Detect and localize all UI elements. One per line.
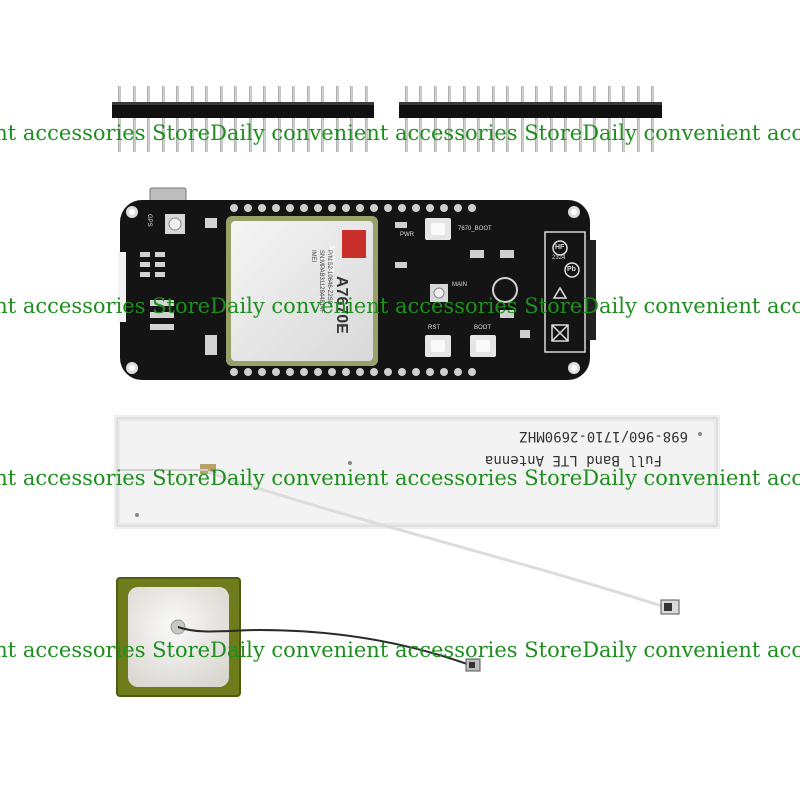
label-rst: RST [428, 325, 440, 331]
label-pb: Pb [567, 266, 576, 273]
label-hf: HF [555, 244, 565, 251]
watermark-row-2: Daily convenient accessories StoreDaily … [0, 294, 800, 318]
pin-header-left [112, 86, 374, 152]
lte-antenna [114, 415, 720, 615]
label-main: MAIN [452, 282, 467, 288]
pin-header-right [399, 86, 662, 152]
pcb-board [118, 187, 596, 380]
watermark-row-3: Daily convenient accessories StoreDaily … [0, 466, 800, 490]
label-pwr: PWR [400, 232, 414, 238]
label-code: 2324 [552, 255, 566, 261]
watermark-row-1: Daily convenient accessories StoreDaily … [0, 121, 800, 145]
gps-antenna [116, 577, 481, 697]
label-7670-boot: 7670_BOOT [458, 226, 492, 232]
watermark-row-4: Daily convenient accessories StoreDaily … [0, 638, 800, 662]
label-boot: BOOT [474, 325, 492, 331]
